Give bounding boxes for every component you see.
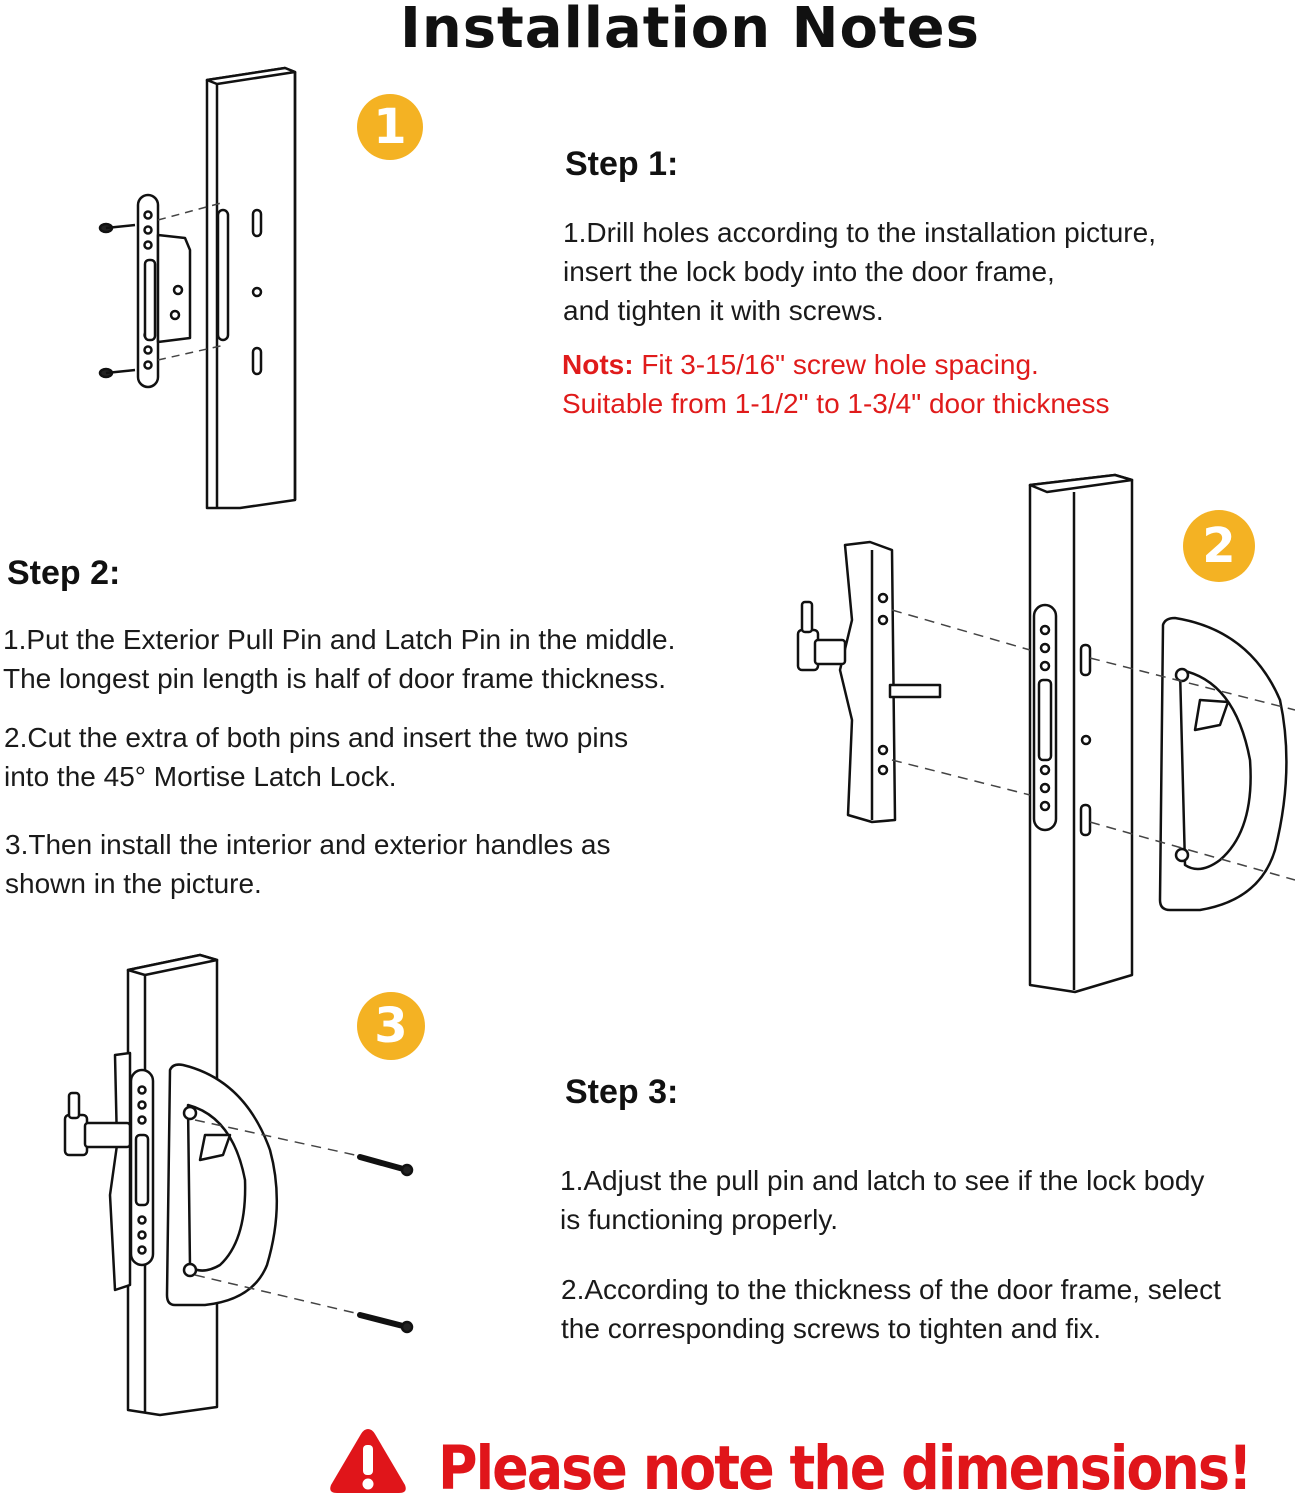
step2-line: 1.Put the Exterior Pull Pin and Latch Pi… <box>3 624 676 655</box>
step3-paragraph-2: 2.According to the thickness of the door… <box>561 1270 1221 1348</box>
step3-line: 1.Adjust the pull pin and latch to see i… <box>560 1165 1205 1196</box>
step1-line: insert the lock body into the door frame… <box>563 256 1055 287</box>
step1-note: Nots: Fit 3-15/16" screw hole spacing. S… <box>562 345 1110 423</box>
step3-illustration <box>63 953 414 1417</box>
step2-paragraph-1: 1.Put the Exterior Pull Pin and Latch Pi… <box>3 620 675 698</box>
step3-line: 2.According to the thickness of the door… <box>561 1274 1221 1305</box>
step3-line: is functioning properly. <box>560 1204 839 1235</box>
warning-triangle-icon <box>330 1429 406 1493</box>
step1-line: 1.Drill holes according to the installat… <box>563 217 1156 248</box>
step2-line: 2.Cut the extra of both pins and insert … <box>4 722 629 753</box>
step2-badge: 2 <box>1183 510 1255 582</box>
note-line: Fit 3-15/16" screw hole spacing. <box>633 349 1039 380</box>
step1-line: and tighten it with screws. <box>563 295 884 326</box>
step2-paragraph-2: 2.Cut the extra of both pins and insert … <box>4 718 628 796</box>
step2-heading: Step 2: <box>7 554 121 592</box>
step3-paragraph-1: 1.Adjust the pull pin and latch to see i… <box>560 1161 1204 1239</box>
step3-line: the corresponding screws to tighten and … <box>561 1313 1102 1344</box>
step1-heading: Step 1: <box>565 145 679 183</box>
step1-badge: 1 <box>357 94 423 160</box>
step2-line: into the 45° Mortise Latch Lock. <box>4 761 397 792</box>
note-line: Suitable from 1-1/2" to 1-3/4" door thic… <box>562 388 1110 419</box>
step1-illustration <box>98 66 297 510</box>
note-label: Nots: <box>562 349 634 380</box>
step2-line: shown in the picture. <box>5 868 262 899</box>
step2-illustration <box>796 473 1295 994</box>
step2-paragraph-3: 3.Then install the interior and exterior… <box>5 825 610 903</box>
step3-badge: 3 <box>357 992 425 1060</box>
warning-text: Please note the dimensions! <box>438 1433 1253 1504</box>
step3-heading: Step 3: <box>565 1073 679 1111</box>
step1-instructions: 1.Drill holes according to the installat… <box>563 213 1156 330</box>
step2-line: The longest pin length is half of door f… <box>3 663 667 694</box>
step2-line: 3.Then install the interior and exterior… <box>5 829 611 860</box>
page-title: Installation Notes <box>400 0 980 61</box>
